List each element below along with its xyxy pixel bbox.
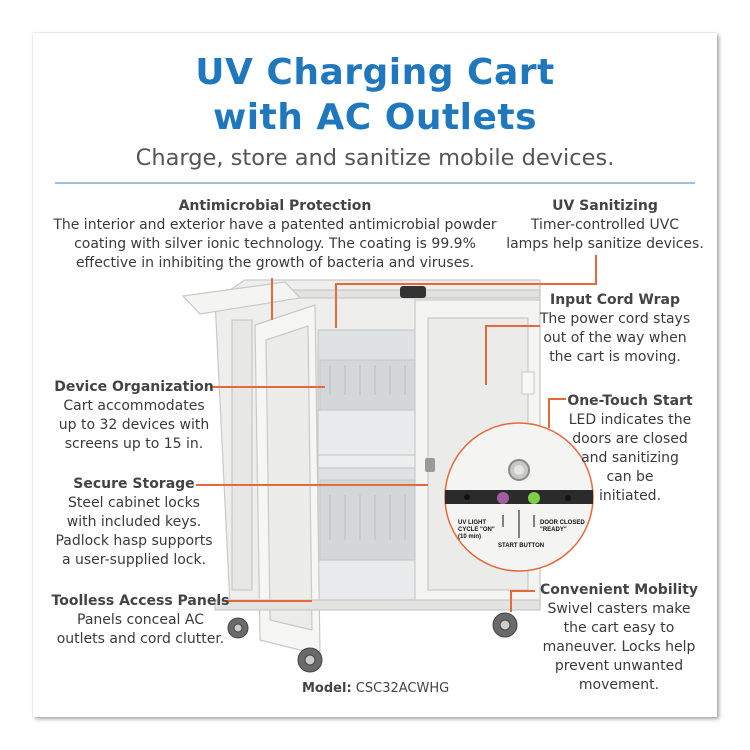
casters	[227, 612, 518, 673]
feature-text: Swivel casters make	[547, 601, 691, 617]
feature-uv-sanitizing: UV Sanitizing Timer-controlled UVC lamps…	[505, 197, 705, 254]
feature-heading: Antimicrobial Protection	[178, 198, 372, 214]
feature-text: and sanitizing	[581, 450, 679, 466]
zoom-circle	[444, 422, 594, 572]
uv-label-2: CYCLE "ON"	[458, 527, 495, 533]
feature-text: Cart accommodates	[63, 398, 205, 414]
feature-device-organization: Device Organization Cart accommodates up…	[48, 378, 220, 454]
callout-line-cord-h	[485, 325, 540, 327]
feature-text: coating with silver ionic technology. Th…	[74, 236, 476, 252]
cord-wrap	[521, 371, 535, 395]
feature-text: LED indicates the	[568, 412, 692, 428]
feature-text: out of the way when	[543, 330, 687, 346]
feature-text: The interior and exterior have a patente…	[53, 217, 497, 233]
callout-line-uv-h	[335, 283, 597, 285]
callout-line-device	[210, 386, 325, 388]
feature-toolless-access: Toolless Access Panels Panels conceal AC…	[48, 592, 233, 649]
uv-label-1: UV LIGHT	[458, 520, 486, 526]
feature-secure-storage: Secure Storage Steel cabinet locks with …	[48, 475, 220, 570]
callout-line-mobility-h	[510, 590, 535, 592]
feature-heading: Device Organization	[54, 379, 214, 395]
callout-line-uv	[595, 255, 597, 285]
feature-heading: Input Cord Wrap	[550, 292, 680, 308]
feature-heading: Convenient Mobility	[539, 582, 699, 598]
feature-convenient-mobility: Convenient Mobility Swivel casters make …	[533, 581, 705, 695]
feature-text: movement.	[578, 677, 660, 693]
feature-text: prevent unwanted	[554, 658, 684, 674]
feature-text: with included keys.	[66, 514, 202, 530]
feature-text: screens up to 15 in.	[64, 436, 204, 452]
feature-text: can be	[606, 469, 654, 485]
callout-line-secure	[196, 484, 428, 486]
feature-text: maneuver. Locks help	[542, 639, 696, 655]
door-label-1: DOOR CLOSED	[540, 520, 585, 526]
uv-label-3: (10 min)	[458, 534, 481, 540]
title-line-2: with AC Outlets	[212, 97, 538, 138]
lock	[425, 458, 435, 472]
feature-text: Padlock hasp supports	[55, 533, 213, 549]
title-line-1: UV Charging Cart	[195, 52, 555, 93]
callout-line-antimicrobial	[271, 278, 273, 320]
model-label: Model:	[302, 681, 352, 696]
feature-heading: One-Touch Start	[567, 393, 693, 409]
feature-text: Timer-controlled UVC	[530, 217, 680, 233]
shelf-dividers	[329, 365, 406, 540]
feature-one-touch-start: One-Touch Start LED indicates the doors …	[560, 392, 700, 506]
feature-text: Panels conceal AC	[77, 612, 204, 628]
feature-text: the cart is moving.	[549, 349, 681, 365]
feature-text: up to 32 devices with	[58, 417, 210, 433]
callout-line-cord-v	[485, 325, 487, 385]
feature-text: outlets and cord clutter.	[56, 631, 225, 647]
divider	[55, 182, 695, 184]
model-value: CSC32ACWHG	[355, 681, 450, 696]
feature-heading: Secure Storage	[73, 476, 195, 492]
callout-line-uv-v	[335, 283, 337, 328]
door-label-2: "READY"	[540, 527, 567, 533]
feature-text: a user-supplied lock.	[61, 552, 207, 568]
feature-text: lamps help sanitize devices.	[506, 236, 704, 252]
feature-text: initiated.	[598, 488, 662, 504]
callout-line-mobility	[510, 590, 512, 612]
start-label: START BUTTON	[498, 543, 544, 549]
feature-input-cord-wrap: Input Cord Wrap The power cord stays out…	[530, 291, 700, 367]
feature-text: The power cord stays	[539, 311, 691, 327]
feature-text: effective in inhibiting the growth of ba…	[75, 255, 475, 271]
feature-text: the cart easy to	[563, 620, 675, 636]
feature-text: Steel cabinet locks	[68, 495, 200, 511]
feature-text: doors are closed	[572, 431, 688, 447]
subtitle: Charge, store and sanitize mobile device…	[135, 145, 615, 171]
feature-heading: UV Sanitizing	[552, 198, 658, 214]
callout-line-touch	[548, 398, 566, 400]
callout-line-touch-v	[548, 398, 550, 428]
model-number: Model: CSC32ACWHG	[302, 681, 449, 696]
brand-badge	[400, 286, 426, 298]
feature-antimicrobial: Antimicrobial Protection The interior an…	[50, 197, 500, 273]
callout-line-toolless	[222, 600, 312, 602]
feature-heading: Toolless Access Panels	[51, 593, 230, 609]
